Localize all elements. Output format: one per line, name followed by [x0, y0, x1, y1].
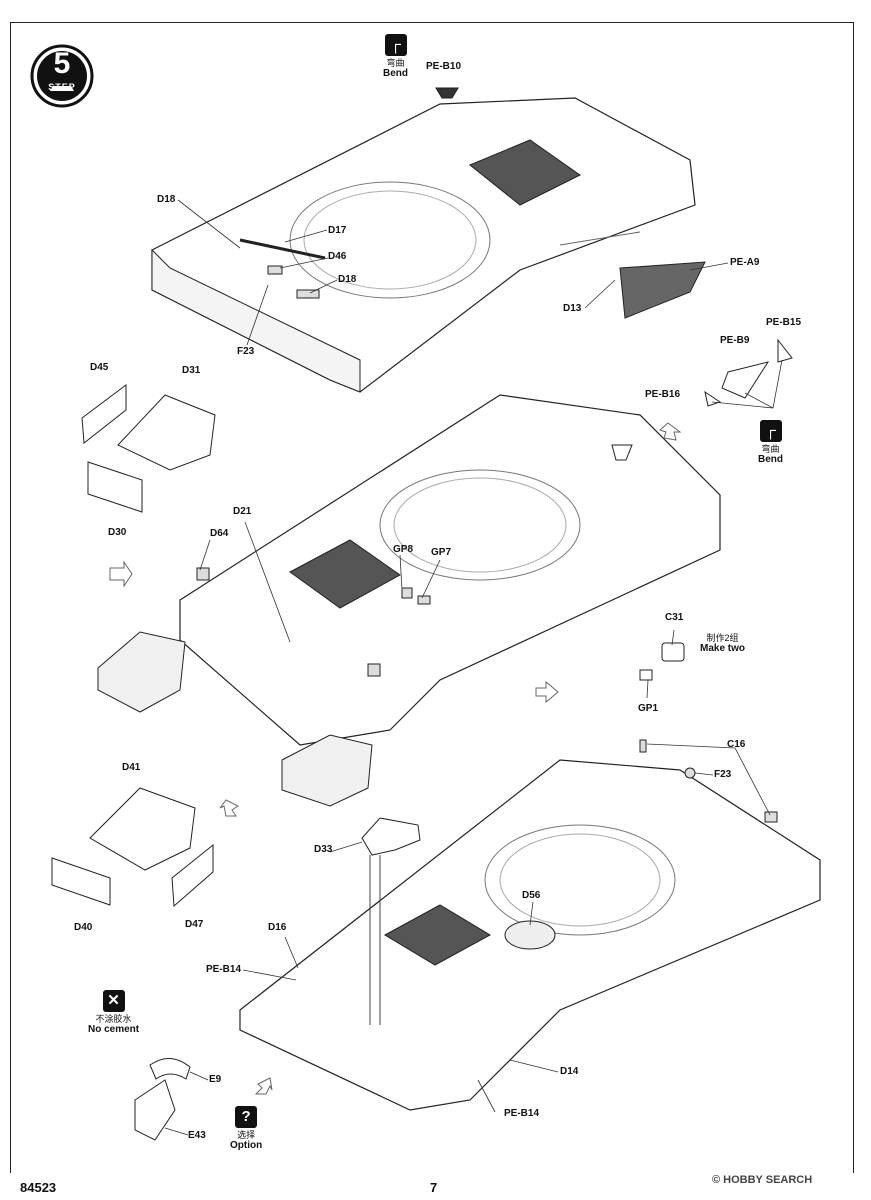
part-label-d18-lower: D18 — [338, 274, 357, 285]
bend-icon: ┌ — [384, 34, 407, 56]
hull-view-bottom — [239, 739, 821, 1111]
watermark: © HOBBY SEARCH — [712, 1174, 813, 1186]
note-bend-top: ┌ 弯曲 Bend — [383, 34, 408, 80]
note-bend-right: ┌ 弯曲 Bend — [758, 420, 783, 466]
hull-view-middle — [97, 394, 721, 807]
part-label-pe-b9: PE-B9 — [720, 335, 750, 346]
note-bend-right-zh: 弯曲 — [761, 444, 780, 454]
question-icon: ? — [235, 1106, 258, 1128]
part-label-d13: D13 — [563, 303, 582, 314]
note-no-cement: ✕ 不涂胶水 No cement — [88, 990, 139, 1036]
part-label-pe-b10: PE-B10 — [426, 61, 462, 72]
leader-lines — [164, 199, 783, 1136]
bend-icon: ┌ — [759, 420, 782, 442]
note-bend-top-zh: 弯曲 — [386, 58, 405, 68]
part-label-d46: D46 — [328, 251, 347, 262]
part-label-d56: D56 — [522, 890, 541, 901]
page-number: 7 — [430, 1180, 438, 1195]
part-label-d45: D45 — [90, 362, 109, 373]
no-cement-icon: ✕ — [102, 990, 125, 1012]
part-label-d16: D16 — [268, 922, 287, 933]
part-label-c31: C31 — [665, 612, 684, 623]
part-label-pe-b14-right: PE-B14 — [504, 1108, 540, 1119]
part-label-d18-top: D18 — [157, 194, 176, 205]
note-make-two-en: Make two — [700, 643, 746, 655]
part-label-c16: C16 — [727, 739, 746, 750]
direction-arrows — [109, 422, 682, 1095]
part-label-d14: D14 — [560, 1066, 579, 1077]
note-make-two: 制作2组 Make two — [700, 633, 745, 655]
note-no-cement-zh: 不涂胶水 — [95, 1014, 132, 1024]
part-label-gp7: GP7 — [431, 547, 452, 558]
part-label-d64: D64 — [210, 528, 229, 539]
note-no-cement-en: No cement — [88, 1024, 140, 1036]
note-make-two-zh: 制作2组 — [706, 633, 739, 643]
note-option-zh: 选择 — [237, 1130, 256, 1140]
step-badge-icon — [30, 44, 94, 108]
part-label-pe-b14-left: PE-B14 — [206, 964, 242, 975]
part-label-gp8: GP8 — [393, 544, 414, 555]
part-label-pe-b16: PE-B16 — [645, 389, 681, 400]
part-label-d31: D31 — [182, 365, 201, 376]
part-label-d41: D41 — [122, 762, 141, 773]
page-frame — [10, 22, 854, 1173]
step-badge: 5 STEP — [30, 44, 94, 108]
part-label-d47: D47 — [185, 919, 204, 930]
part-label-pe-a9: PE-A9 — [730, 257, 760, 268]
part-label-e43: E43 — [188, 1130, 206, 1141]
note-bend-top-en: Bend — [383, 68, 408, 80]
part-label-e9: E9 — [209, 1074, 222, 1085]
part-label-f23-top: F23 — [237, 346, 255, 357]
part-label-d40: D40 — [74, 922, 93, 933]
part-label-f23-bottom: F23 — [714, 769, 732, 780]
note-option: ? 选择 Option — [230, 1106, 262, 1152]
note-bend-right-en: Bend — [758, 454, 783, 466]
part-label-d17: D17 — [328, 225, 347, 236]
part-label-gp1: GP1 — [638, 703, 659, 714]
product-code: 84523 — [20, 1180, 57, 1195]
step-word: STEP — [48, 82, 76, 92]
part-label-d33: D33 — [314, 844, 333, 855]
loose-parts — [51, 338, 793, 1141]
note-option-en: Option — [230, 1140, 263, 1152]
part-label-pe-b15: PE-B15 — [766, 317, 802, 328]
hull-view-top — [151, 87, 706, 393]
part-label-d21: D21 — [233, 506, 252, 517]
step-number: 5 — [53, 47, 71, 80]
part-label-d30: D30 — [108, 527, 127, 538]
